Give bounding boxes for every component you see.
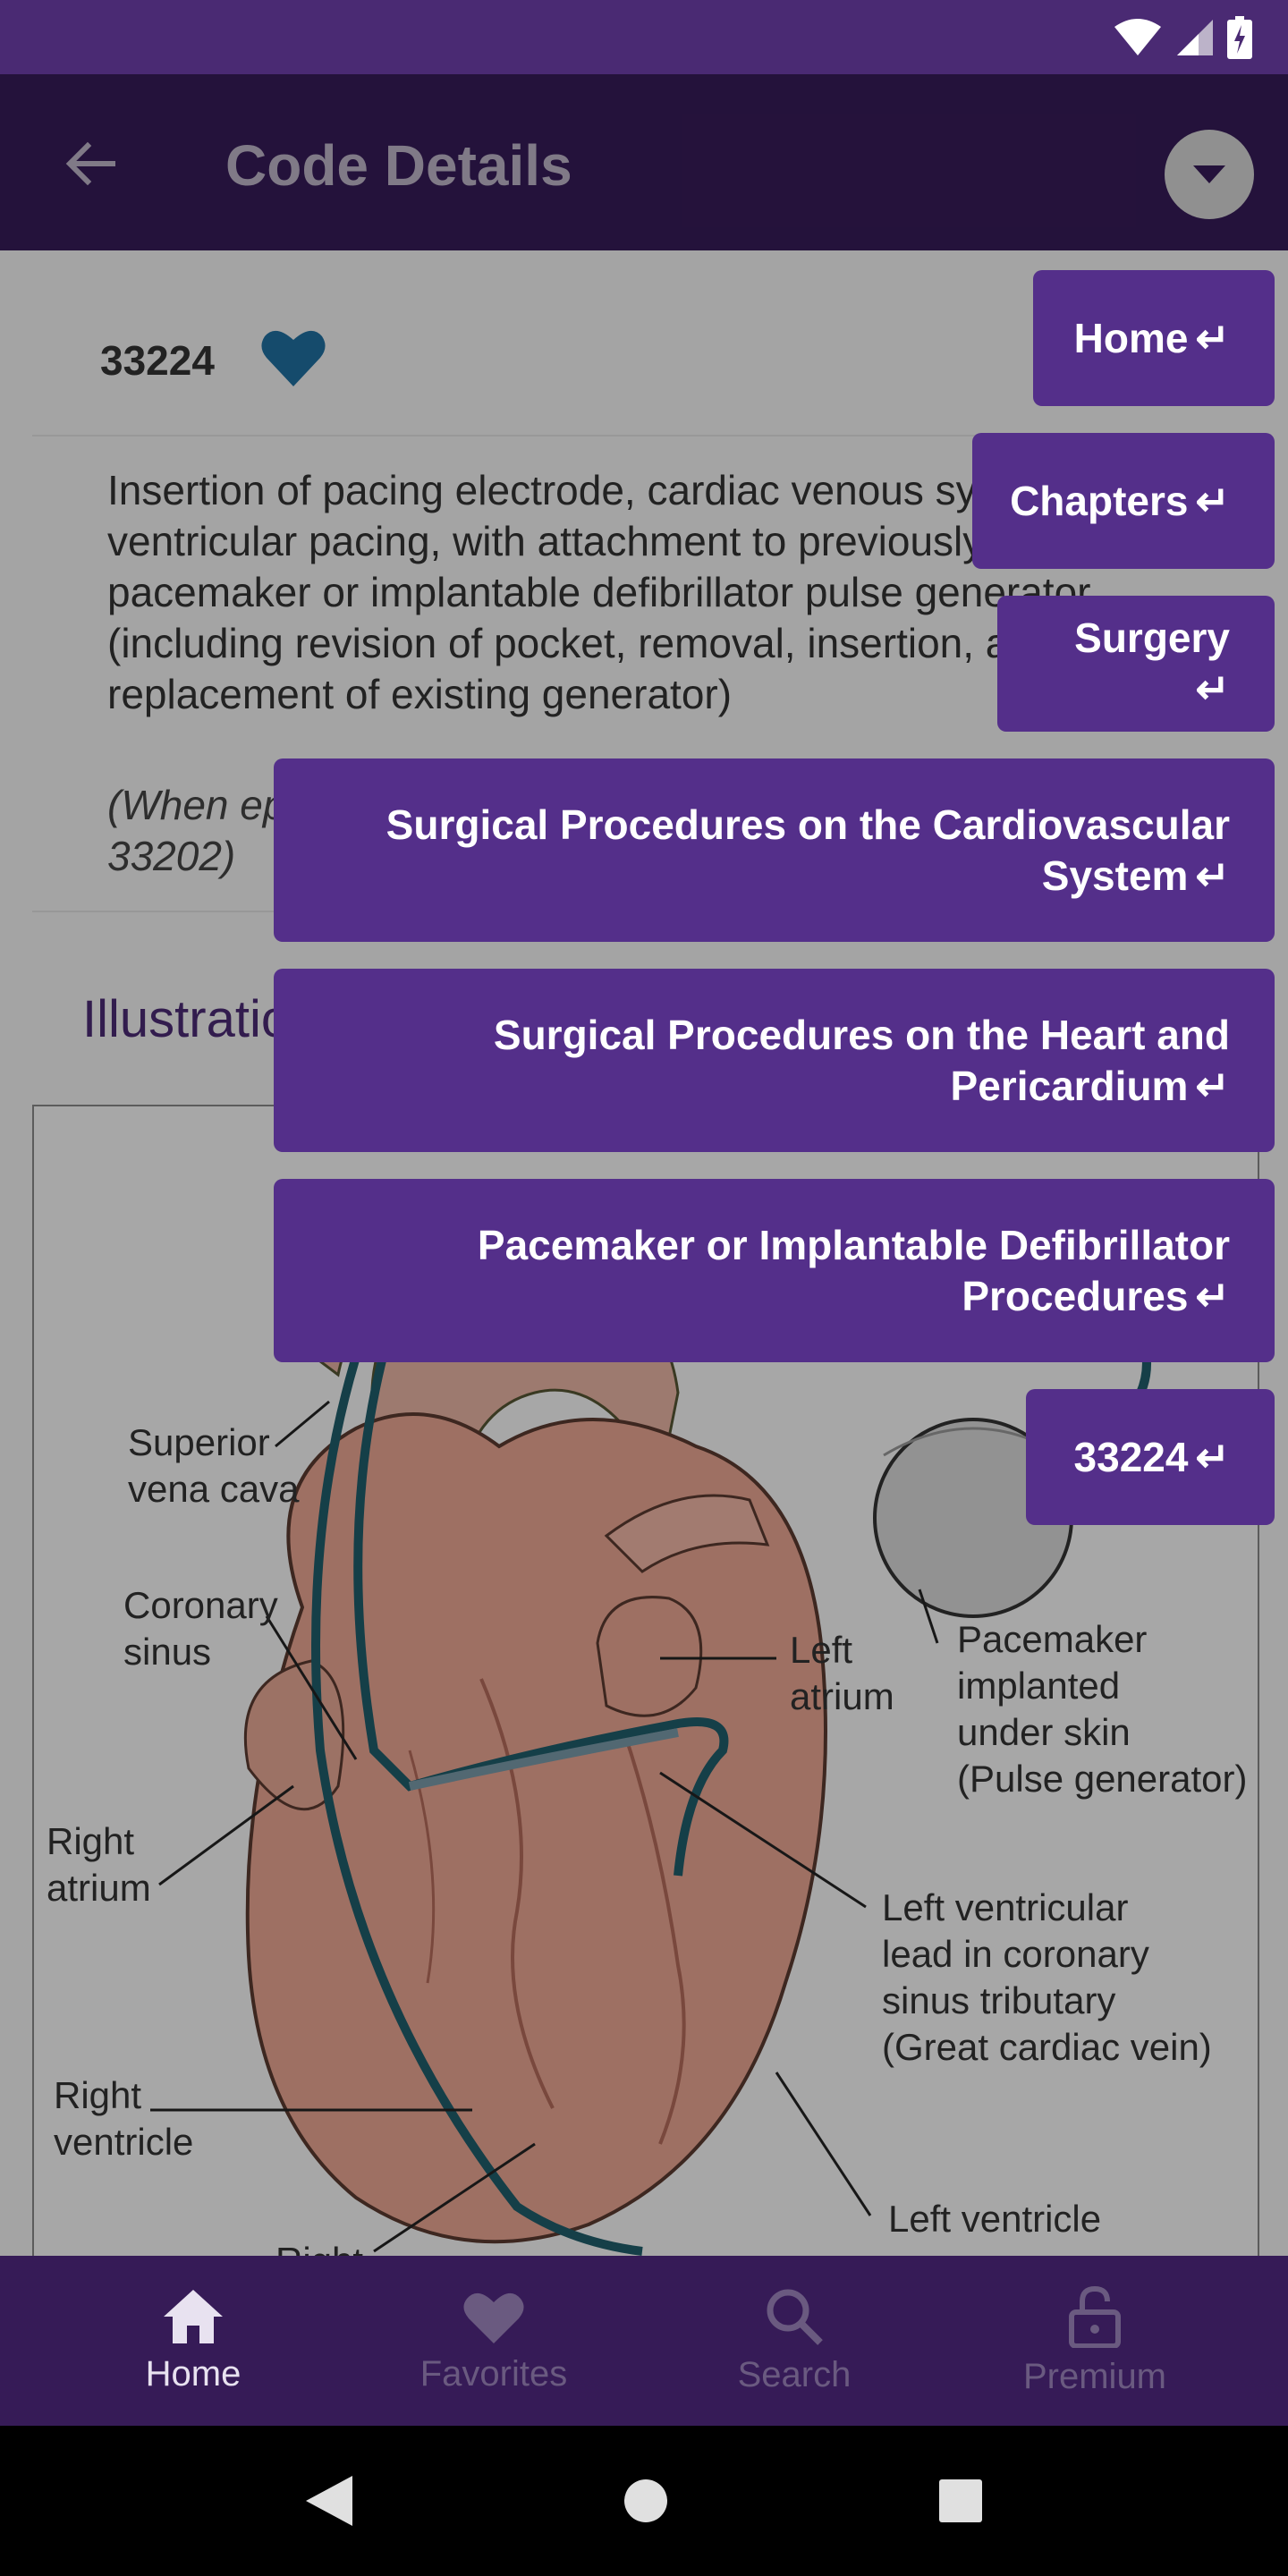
cell-signal-icon bbox=[1177, 20, 1213, 55]
wifi-icon bbox=[1114, 19, 1161, 55]
breadcrumb-code[interactable]: 33224↵ bbox=[1026, 1389, 1275, 1525]
nav-premium[interactable]: Premium bbox=[945, 2256, 1245, 2426]
status-icons bbox=[1113, 16, 1252, 59]
label-right-atrium: Right bbox=[47, 1820, 134, 1862]
label-coronary-sinus: Coronary bbox=[123, 1584, 278, 1626]
return-icon: ↵ bbox=[1195, 314, 1230, 361]
label-left-ventricle: Left ventricle bbox=[888, 2198, 1101, 2240]
breadcrumb-home[interactable]: Home↵ bbox=[1033, 270, 1275, 406]
page-title: Code Details bbox=[225, 133, 572, 198]
heart-icon bbox=[463, 2292, 524, 2343]
label-superior-vena-cava-2: vena cava bbox=[128, 1468, 300, 1510]
lock-icon bbox=[1069, 2285, 1121, 2348]
system-recents-icon[interactable] bbox=[937, 2478, 984, 2524]
search-icon bbox=[767, 2289, 823, 2345]
label-coronary-sinus-2: sinus bbox=[123, 1631, 211, 1673]
label-pacemaker-4: (Pulse generator) bbox=[957, 1758, 1248, 1800]
label-right-ventricle-2: ventricle bbox=[54, 2121, 193, 2163]
breadcrumb-chapters[interactable]: Chapters↵ bbox=[972, 433, 1275, 569]
nav-search[interactable]: Search bbox=[644, 2256, 945, 2426]
code-number: 33224 bbox=[100, 337, 215, 384]
label-pacemaker-2: implanted bbox=[957, 1665, 1120, 1707]
label-right-partial: Right bbox=[275, 2240, 363, 2256]
favorite-heart-icon[interactable] bbox=[258, 322, 329, 394]
label-pacemaker-3: under skin bbox=[957, 1711, 1131, 1753]
chevron-down-icon bbox=[1193, 165, 1225, 183]
bottom-nav: Home Favorites Search Premium bbox=[0, 2256, 1288, 2426]
return-icon: ↵ bbox=[1195, 477, 1230, 524]
back-arrow-icon bbox=[65, 141, 115, 186]
system-nav-bar bbox=[0, 2426, 1288, 2576]
label-lv-lead-2: lead in coronary bbox=[882, 1933, 1149, 1975]
label-lv-lead-4: (Great cardiac vein) bbox=[882, 2026, 1212, 2068]
back-button[interactable] bbox=[54, 128, 125, 199]
battery-charging-icon bbox=[1227, 16, 1252, 59]
code-header: 33224 bbox=[32, 250, 1256, 436]
return-icon: ↵ bbox=[1195, 665, 1230, 712]
label-right-ventricle: Right bbox=[54, 2074, 141, 2116]
system-home-icon[interactable] bbox=[623, 2478, 669, 2524]
label-left-atrium: Left bbox=[790, 1629, 852, 1671]
return-icon: ↵ bbox=[1195, 1433, 1230, 1480]
breadcrumb-pacemaker-procedures[interactable]: Pacemaker or Implantable Defibrillator P… bbox=[274, 1179, 1275, 1362]
breadcrumb-toggle-button[interactable] bbox=[1165, 130, 1254, 219]
app-bar: Code Details bbox=[0, 74, 1288, 250]
return-icon: ↵ bbox=[1195, 1272, 1230, 1319]
breadcrumb-cardiovascular-system[interactable]: Surgical Procedures on the Cardiovascula… bbox=[274, 758, 1275, 942]
label-lv-lead: Left ventricular bbox=[882, 1886, 1128, 1928]
nav-favorites[interactable]: Favorites bbox=[343, 2256, 644, 2426]
breadcrumb-heart-pericardium[interactable]: Surgical Procedures on the Heart and Per… bbox=[274, 969, 1275, 1152]
status-bar bbox=[0, 0, 1288, 74]
nav-home[interactable]: Home bbox=[43, 2256, 343, 2426]
home-icon bbox=[164, 2289, 223, 2343]
label-superior-vena-cava: Superior bbox=[128, 1421, 270, 1463]
label-lv-lead-3: sinus tributary bbox=[882, 1979, 1115, 2021]
label-right-atrium-2: atrium bbox=[47, 1867, 151, 1909]
breadcrumb-surgery[interactable]: Surgery↵ bbox=[997, 596, 1275, 732]
system-back-icon[interactable] bbox=[304, 2474, 354, 2528]
label-left-atrium-2: atrium bbox=[790, 1675, 894, 1717]
return-icon: ↵ bbox=[1195, 1062, 1230, 1109]
label-pacemaker: Pacemaker bbox=[957, 1618, 1147, 1660]
return-icon: ↵ bbox=[1195, 852, 1230, 899]
